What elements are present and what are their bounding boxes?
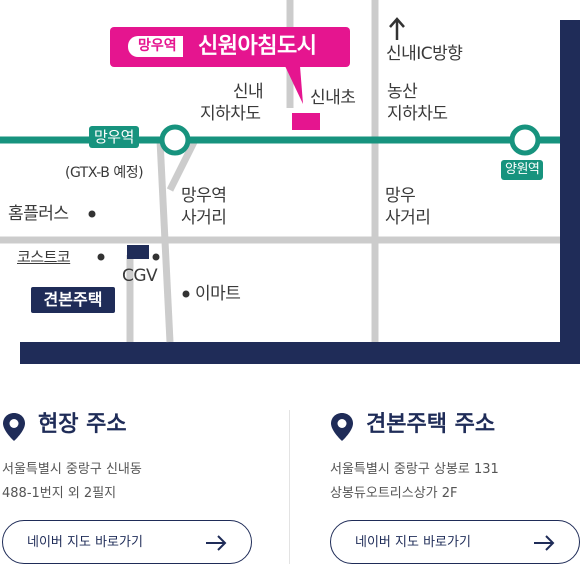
costco-label: 코스트코 <box>17 248 71 266</box>
cgv-dot <box>152 253 160 261</box>
road-mangu-vertical <box>156 139 174 343</box>
site-highlight-tag: 망우역 <box>128 36 183 57</box>
mangu-cross-label-2: 사거리 <box>181 208 227 228</box>
site-highlight-label: 망우역 신원아침도시 <box>110 27 350 67</box>
model-address-title: 견본주택 주소 <box>366 412 496 437</box>
site-address-title: 현장 주소 <box>38 412 127 437</box>
sinnae-ic-label: 신내IC방향 <box>386 44 463 64</box>
nongsan-label-2: 지하차도 <box>387 104 448 124</box>
location-map: 망우역 신원아침도시 망우역 양원역 (GTX-B 예정) 신내IC방향 신내 … <box>0 0 580 364</box>
gtx-label: (GTX-B 예정) <box>65 165 144 181</box>
arrow-up-icon <box>389 17 405 40</box>
nongsan-label-1: 농산 <box>387 82 418 102</box>
arrow-right-icon <box>206 535 227 551</box>
costco-dot <box>97 253 105 261</box>
site-address-line2: 488-1번지 외 2필지 <box>2 486 117 501</box>
sinnaecho-label: 신내초 <box>310 88 356 108</box>
site-address-line1: 서울특별시 중랑구 신내동 <box>2 462 142 477</box>
site-pointer <box>285 66 303 104</box>
model-address-line2: 상봉듀오트리스상가 2F <box>330 486 458 501</box>
sinnae-tunnel-label-2: 지하차도 <box>200 104 261 124</box>
model-house-badge: 견본주택 <box>31 287 115 313</box>
cgv-marker <box>127 245 149 259</box>
arrow-right-icon <box>534 535 555 551</box>
mangu-cross-label-1: 망우역 <box>181 186 227 206</box>
station-badge-yangwon: 양원역 <box>501 160 544 180</box>
station-circle-mangu <box>159 124 191 156</box>
site-highlight-name: 신원아침도시 <box>198 34 317 59</box>
station-badge-mangu: 망우역 <box>89 126 139 148</box>
homeplus-dot <box>88 210 96 218</box>
site-address-text: 서울특별시 중랑구 신내동 488-1번지 외 2필지 <box>2 458 142 506</box>
model-address-text: 서울특별시 중랑구 상봉로 131 상봉듀오트리스상가 2F <box>330 458 499 506</box>
cgv-label: CGV <box>122 266 158 286</box>
site-naver-map-label: 네이버 지도 바로가기 <box>27 535 143 550</box>
model-naver-map-label: 네이버 지도 바로가기 <box>355 535 471 550</box>
model-address-line1: 서울특별시 중랑구 상봉로 131 <box>330 462 499 477</box>
station-circle-yangwon <box>509 124 541 156</box>
road-mangu-branch <box>166 138 199 192</box>
model-naver-map-button[interactable]: 네이버 지도 바로가기 <box>330 520 580 564</box>
map-pin-icon <box>331 413 353 441</box>
site-marker <box>292 113 320 130</box>
column-divider <box>289 410 290 564</box>
mangu-label-2: 사거리 <box>385 208 431 228</box>
mangu-label-1: 망우 <box>385 186 416 206</box>
site-naver-map-button[interactable]: 네이버 지도 바로가기 <box>2 520 252 564</box>
homeplus-label: 홈플러스 <box>8 204 69 224</box>
map-pin-icon <box>3 413 25 441</box>
sinnae-tunnel-label-1: 신내 <box>232 82 264 102</box>
emart-label: 이마트 <box>195 284 241 304</box>
emart-dot <box>182 290 190 298</box>
